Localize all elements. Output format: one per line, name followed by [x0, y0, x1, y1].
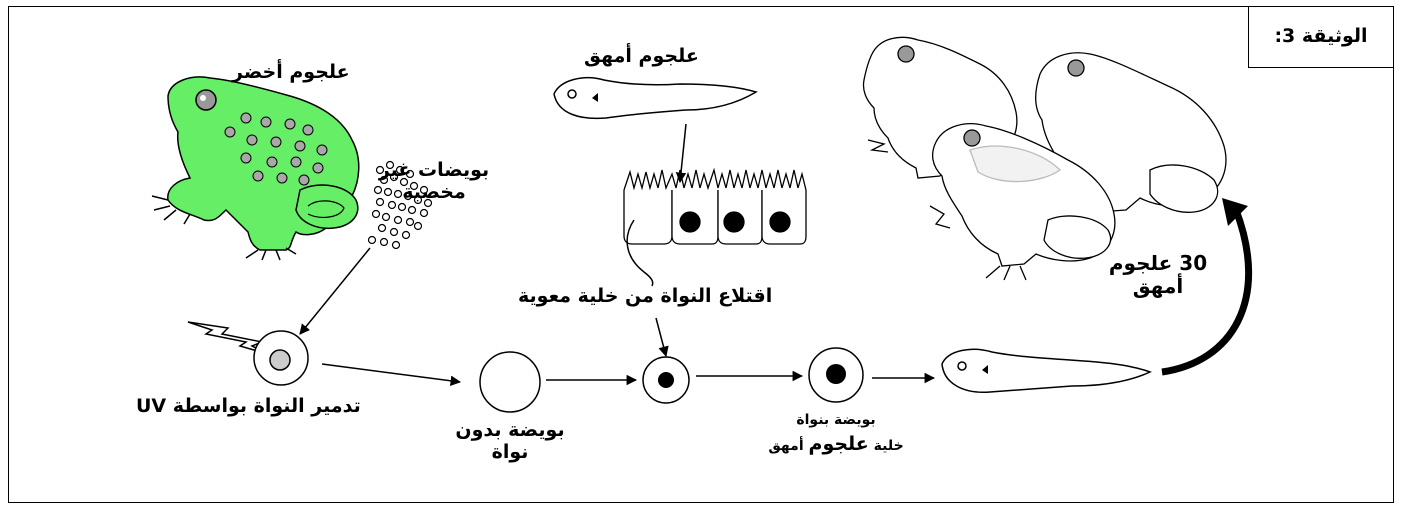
unfertilized-eggs-line1: بويضات غير	[378, 159, 490, 181]
albino-frogs-icon	[862, 36, 1227, 281]
intestinal-cells-icon	[623, 167, 807, 245]
egg-with-nucleus-label: بويضة بنواة خلية علجوم أمهق	[746, 412, 926, 456]
egg-with-nucleus-line1: بويضة بنواة	[796, 412, 876, 428]
egg-uv-icon	[253, 330, 309, 386]
albino-tadpole-label: علجوم أمهق	[584, 45, 699, 67]
albino-adults-line2: أمهق	[1132, 274, 1184, 298]
egg-with-nucleus-line2: خلية علجوم أمهق	[746, 433, 926, 456]
document-label: الوثيقة 3:	[1274, 25, 1368, 48]
green-frog-icon	[151, 76, 360, 261]
albino-tadpole-bottom-icon	[941, 348, 1152, 393]
document-frame	[8, 6, 1394, 503]
green-frog-label: علجوم أخضر	[232, 61, 350, 83]
egg-without-nucleus-line1: بويضة بدون	[455, 419, 565, 441]
egg-with-nucleus-line2-c: أمهق	[768, 438, 809, 455]
egg-with-nucleus-line2-b: علجوم	[808, 433, 869, 456]
growth-arrow	[1161, 198, 1253, 376]
extract-nucleus-label: اقتلاع النواة من خلية معوية	[518, 285, 773, 307]
document-label-box: الوثيقة 3:	[1248, 6, 1394, 68]
unfertilized-eggs-line2: مخصبة	[402, 180, 466, 203]
uv-destroy-label: تدمير النواة بواسطة UV	[136, 395, 361, 417]
egg-nucleus-2-icon	[808, 347, 864, 403]
egg-nucleus-1-icon	[642, 356, 690, 404]
egg-without-nucleus-label: بويضة بدون نواة	[412, 419, 608, 464]
egg-without-nucleus-line2: نواة	[491, 440, 529, 463]
albino-adults-label: 30 علجوم أمهق	[1088, 252, 1228, 298]
egg-with-nucleus-line2-a: خلية	[868, 438, 904, 455]
process-arrows	[299, 123, 936, 386]
albino-tadpole-top-icon	[553, 76, 758, 120]
enucleated-egg-icon	[479, 351, 541, 413]
unfertilized-eggs-icon	[367, 160, 433, 250]
albino-adults-line1: 30 علجوم	[1108, 251, 1208, 275]
unfertilized-eggs-label: بويضات غير مخصبة	[356, 159, 512, 204]
